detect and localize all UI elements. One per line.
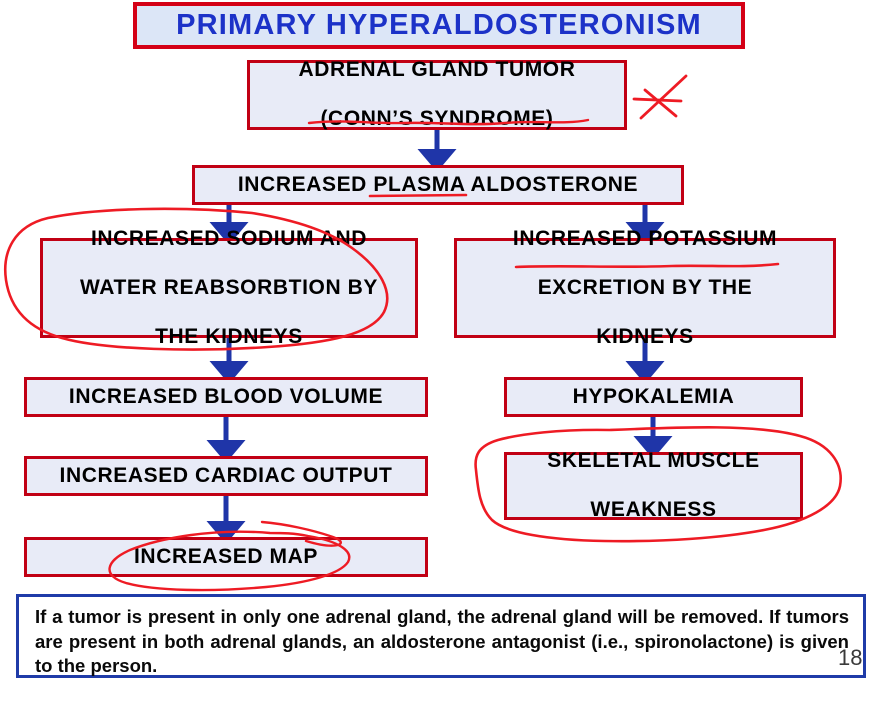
node-increased-potassium-excretion: INCREASED POTASSIUM EXCRETION BY THE KID… — [454, 227, 836, 348]
node-skeletal-line2: WEAKNESS — [590, 498, 717, 522]
node-increased-plasma-aldosterone-text: INCREASED PLASMA ALDOSTERONE — [237, 172, 639, 196]
node-increased-cardiac-output-text: INCREASED CARDIAC OUTPUT — [59, 463, 393, 487]
node-sodium-line3: THE KIDNEYS — [155, 324, 303, 348]
x-mark-icon — [632, 74, 688, 120]
page-number: 18 — [838, 645, 863, 670]
node-adrenal-gland-tumor: ADRENAL GLAND TUMOR (CONN’S SYNDROME) — [247, 58, 627, 131]
node-hypokalemia-text: HYPOKALEMIA — [572, 384, 735, 408]
footnote-box: If a tumor is present in only one adrena… — [16, 594, 866, 678]
node-sodium-line2: WATER REABSORBTION BY — [79, 275, 379, 299]
node-adrenal-gland-tumor-line1: ADRENAL GLAND TUMOR — [298, 58, 576, 82]
footnote-text: If a tumor is present in only one adrena… — [35, 606, 849, 677]
node-skeletal-line1: SKELETAL MUSCLE — [547, 449, 760, 473]
node-increased-blood-volume: INCREASED BLOOD VOLUME — [24, 377, 428, 417]
node-increased-sodium-water-reabsorbtion: INCREASED SODIUM AND WATER REABSORBTION … — [40, 227, 418, 348]
node-increased-plasma-aldosterone: INCREASED PLASMA ALDOSTERONE — [192, 165, 684, 205]
node-skeletal-muscle-weakness: SKELETAL MUSCLE WEAKNESS — [504, 449, 803, 522]
node-potassium-line1: INCREASED POTASSIUM — [512, 227, 778, 251]
node-increased-map-text: INCREASED MAP — [134, 544, 318, 568]
node-potassium-line2: EXCRETION BY THE — [537, 275, 753, 299]
slide-title: PRIMARY HYPERALDOSTERONISM — [133, 2, 745, 49]
node-increased-map: INCREASED MAP — [24, 537, 428, 577]
slide-title-text: PRIMARY HYPERALDOSTERONISM — [176, 8, 702, 41]
node-adrenal-gland-tumor-line2: (CONN’S SYNDROME) — [320, 107, 554, 131]
node-potassium-line3: KIDNEYS — [596, 324, 694, 348]
node-sodium-line1: INCREASED SODIUM AND — [90, 227, 368, 251]
node-increased-blood-volume-text: INCREASED BLOOD VOLUME — [68, 384, 384, 408]
node-hypokalemia: HYPOKALEMIA — [504, 377, 803, 417]
node-increased-cardiac-output: INCREASED CARDIAC OUTPUT — [24, 456, 428, 496]
